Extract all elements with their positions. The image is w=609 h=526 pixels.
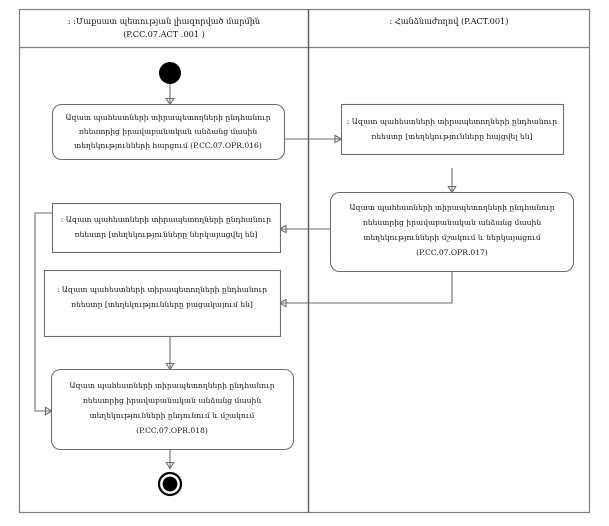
lane-header-right: : Հանձնաժողով (P.ACT.001) [390,16,509,26]
lane-left-title-line2: (P.CC.07.ACT .001 ) [123,29,205,39]
object-node-absent[interactable]: : Ազատ պահեստների տիրապետողների ընդհանու… [43,269,282,338]
action-opr017-line1: Ազատ պահեստների տիրապետողների ընդհանուր [349,203,554,212]
object-absent-shape[interactable] [43,269,282,338]
object-requested-line2: ռեեստր [տեղեկությունները հայցվել են] [371,132,532,141]
action-node-opr018[interactable]: Ազատ պահեստների տիրապետողների ընդհանուր … [50,368,295,451]
action-opr017-line4: (P.CC.07.OPR.017) [416,248,488,257]
arrowhead-object-requested-to-action017 [447,185,457,194]
action-opr018-line2: ռեեստրից իրավաբանական անձանց մասին [83,396,261,405]
object-absent-line1: : Ազատ պահեստների տիրապետողների ընդհանու… [57,285,267,294]
object-requested-line1: : Ազատ պահեստների տիրապետողների ընդհանու… [347,117,557,126]
arrowhead-object-presented-to-action018 [44,406,53,416]
final-node-core [162,476,178,492]
action-opr017-shape[interactable] [329,191,575,273]
action-node-opr016[interactable]: Ազատ պահեստների տիրապետողների ընդհանուր … [51,103,286,161]
start-node [159,62,181,84]
arrowhead-action016-to-object-requested [334,134,343,144]
initial-node-circle [159,62,181,84]
action-opr017-line3: տեղեկությունների մշակում և ներկայացում [363,233,540,242]
arrowhead-action017-to-object-absent [278,298,287,308]
object-presented-shape[interactable] [51,202,282,254]
flow-action017-to-object-absent [281,271,453,304]
action-opr016-line3: տեղեկությունների հարցում (P.CC.07.OPR.01… [74,141,262,150]
action-opr016-shape[interactable] [51,103,286,161]
diagram-outer-frame [18,8,591,514]
lane-header-left: : :Մաքսատ պետության լիազորված մարմին (P.… [68,16,260,39]
arrowhead-object-absent-to-action018 [165,362,175,371]
action-opr018-line4: (P.CC.07.OPR.018) [136,426,208,435]
action-opr018-line1: Ազատ պահեստների տիրապետողների ընդհանուր [69,381,274,390]
object-requested-shape[interactable] [340,103,565,156]
arrowhead-start-to-action016 [165,97,175,106]
arrowhead-action017-to-object-presented [278,224,287,234]
object-presented-line2: ռեեստր [տեղեկությունները ներկայացվել են] [75,230,258,239]
end-node [157,471,183,497]
swimlane-frame [18,8,591,514]
object-presented-line1: : Ազատ պահեստների տիրապետողների ընդհանու… [61,215,271,224]
arrowhead-action018-to-end [165,461,175,470]
object-node-presented[interactable]: : Ազատ պահեստների տիրապետողների ընդհանու… [51,202,282,254]
flow-object-presented-to-action018 [34,212,52,412]
action-opr016-line1: Ազատ պահեստների տիրապետողների ընդհանուր [65,113,270,122]
action-opr018-shape[interactable] [50,368,295,451]
action-opr018-line3: տեղեկությունների ընդունում և մշակում [90,411,255,420]
object-node-requested[interactable]: : Ազատ պահեստների տիրապետողների ընդհանու… [340,103,565,156]
action-node-opr017[interactable]: Ազատ պահեստների տիրապետողների ընդհանուր … [329,191,575,273]
action-opr016-line2: ռեեստրից իրավաբանական անձանց մասին [79,127,257,136]
lane-left-title-line1: : :Մաքսատ պետության լիազորված մարմին [68,16,260,26]
object-absent-line2: ռեեստր [տեղեկությունները բացակայում են] [71,300,253,309]
action-opr017-line2: ռեեստրից իրավաբանական անձանց մասին [363,218,541,227]
lane-right-title-line1: : Հանձնաժողով (P.ACT.001) [390,16,509,26]
